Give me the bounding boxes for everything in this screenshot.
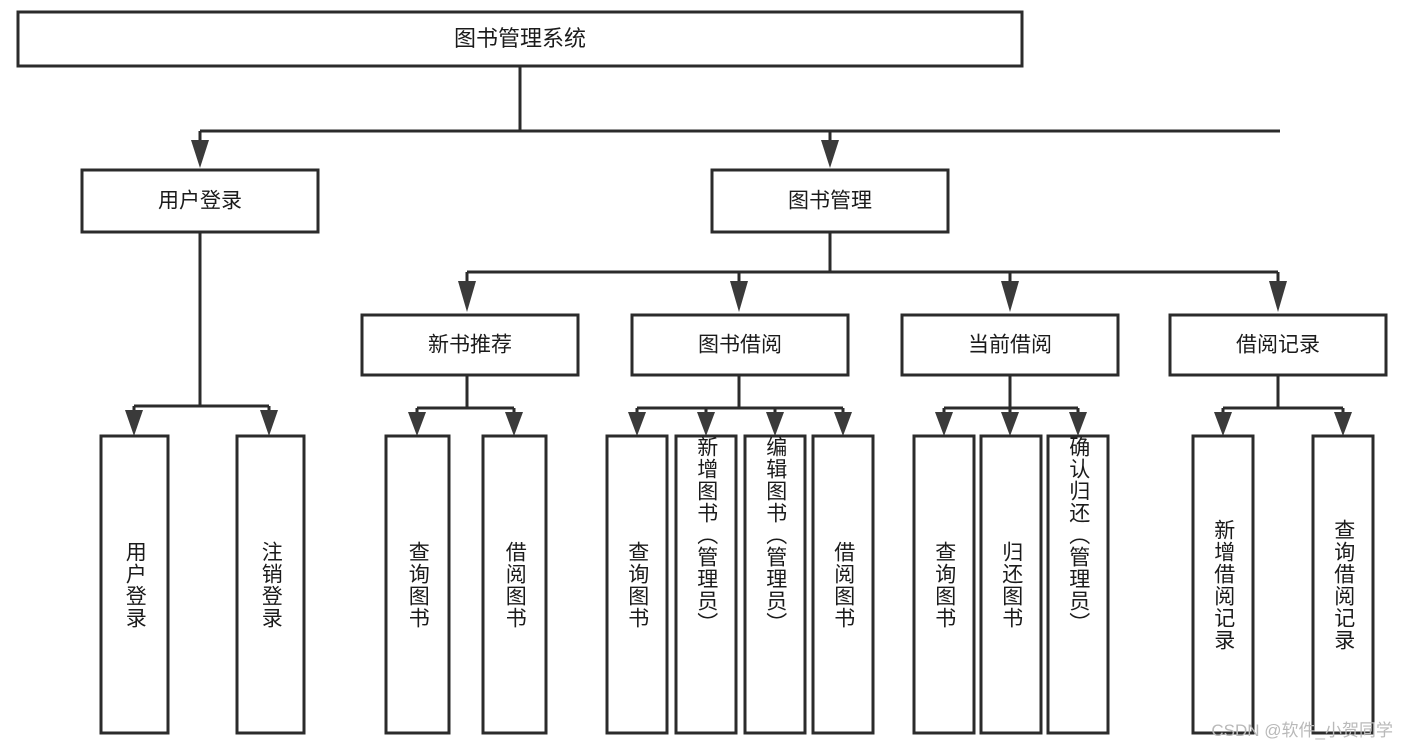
- leaf-box-borrow-lend[interactable]: [811, 434, 875, 735]
- connector-root-to-level1: [191, 66, 1280, 168]
- leaf-box-record-query[interactable]: [1311, 434, 1375, 735]
- node-current-borrow[interactable]: 当前借阅: [900, 313, 1120, 377]
- leaf-box-borrow-add[interactable]: [674, 434, 738, 735]
- leaf-box-user-login[interactable]: [99, 434, 170, 735]
- node-current-borrow-label: 当前借阅: [968, 334, 1052, 357]
- node-root-system[interactable]: 图书管理系统: [16, 10, 1024, 68]
- leaf-box-current-query[interactable]: [912, 434, 976, 735]
- leaf-box-record-add[interactable]: [1191, 434, 1255, 735]
- node-new-book-recommend[interactable]: 新书推荐: [360, 313, 580, 377]
- leaf-box-current-return[interactable]: [979, 434, 1043, 735]
- leaf-box-borrow-query[interactable]: [605, 434, 669, 735]
- connector-bookborrow-to-leaves: [628, 375, 852, 436]
- connector-currentborrow-to-leaves: [935, 375, 1087, 436]
- node-user-login-label: 用户登录: [158, 190, 242, 213]
- watermark: CSDN @软件_小贺同学: [1211, 721, 1393, 740]
- connector-bookmgmt-to-level2: [458, 232, 1287, 312]
- connector-newbook-to-leaves: [408, 375, 523, 436]
- leaf-box-newbook-query[interactable]: [384, 434, 451, 735]
- node-book-management-label: 图书管理: [788, 190, 872, 213]
- leaf-box-current-confirm[interactable]: [1046, 434, 1110, 735]
- node-book-borrow[interactable]: 图书借阅: [630, 313, 850, 377]
- node-borrow-record-label: 借阅记录: [1236, 334, 1320, 357]
- leaf-box-logout[interactable]: [235, 434, 306, 735]
- node-book-management[interactable]: 图书管理: [710, 168, 950, 234]
- connector-borrowrecord-to-leaves: [1214, 375, 1352, 436]
- node-new-book-recommend-label: 新书推荐: [428, 334, 512, 357]
- connector-userlogin-to-leaves: [125, 232, 278, 436]
- node-root-system-label: 图书管理系统: [454, 26, 586, 51]
- node-book-borrow-label: 图书借阅: [698, 334, 782, 357]
- leaf-box-newbook-borrow[interactable]: [481, 434, 548, 735]
- node-borrow-record[interactable]: 借阅记录: [1168, 313, 1388, 377]
- node-user-login[interactable]: 用户登录: [80, 168, 320, 234]
- leaf-box-borrow-edit[interactable]: [743, 434, 807, 735]
